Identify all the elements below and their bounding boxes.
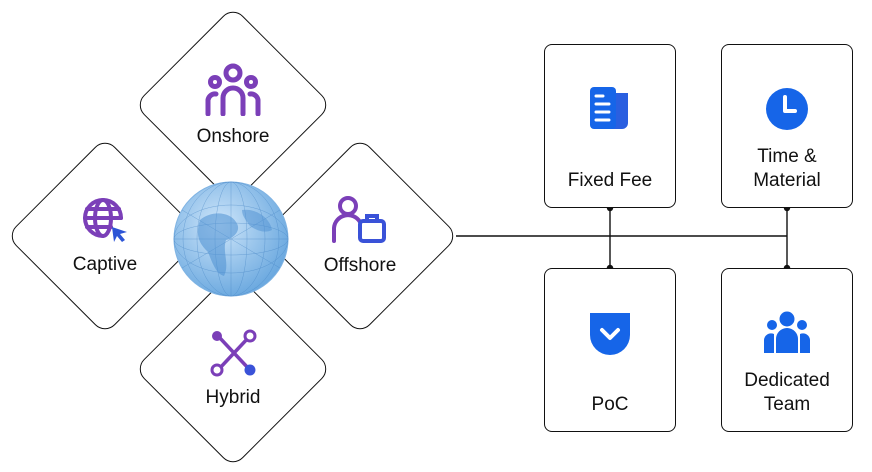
hybrid-label: Hybrid (205, 387, 261, 408)
globe-icon (173, 181, 289, 297)
captive-label: Captive (72, 254, 138, 275)
time-material-card: Time & Material (721, 44, 853, 208)
poc-label: PoC (591, 394, 629, 415)
captive-node: Captive (5, 136, 205, 336)
poc-card: PoC (544, 268, 676, 432)
fixed-fee-card: Fixed Fee (544, 44, 676, 208)
onshore-label: Onshore (196, 126, 270, 147)
dedicated-team-card: Dedicated Team (721, 268, 853, 432)
fixed-fee-label: Fixed Fee (567, 170, 653, 191)
shield-check-icon (590, 313, 630, 355)
onshore-node: Onshore (133, 5, 333, 205)
people-group-icon (205, 63, 261, 116)
time-material-label: Time & Material (753, 146, 821, 191)
hybrid-node: Hybrid (133, 269, 333, 469)
offshore-node: Offshore (260, 136, 460, 336)
clock-icon (766, 88, 808, 130)
team-icon (764, 311, 810, 353)
network-nodes-icon (210, 329, 257, 377)
globe-cursor-icon (83, 198, 127, 242)
dedicated-team-label: Dedicated Team (744, 370, 830, 415)
offshore-label: Offshore (323, 255, 397, 276)
documents-icon (590, 87, 628, 129)
person-briefcase-icon (332, 196, 386, 243)
